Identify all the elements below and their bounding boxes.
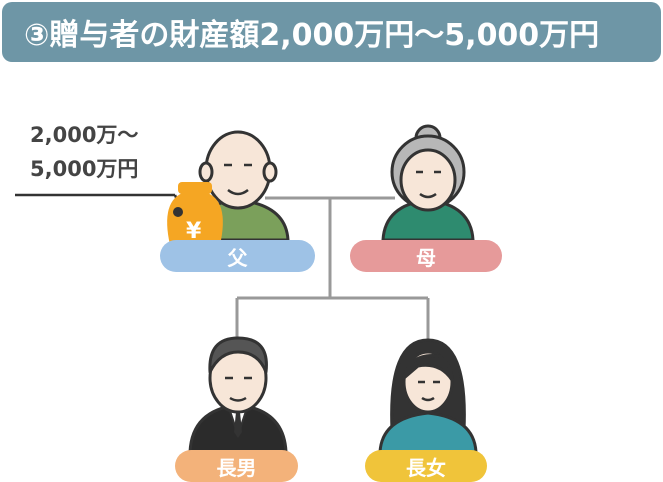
money-bag-icon: ¥ [167,182,223,245]
eldest-daughter-label: 長女 [365,450,487,482]
eldest-son-figure [188,336,288,454]
estate-amount-line1: 2,000万～ [30,123,139,147]
son-tie [234,412,242,438]
son-hair [208,336,268,374]
father-label: 父 [160,240,315,272]
father-head [204,130,272,210]
title-banner: ③贈与者の財産額2,000万円～5,000万円 [2,2,661,62]
estate-amount-label: 2,000万～ 5,000万円 [30,118,138,186]
estate-amount-line2: 5,000万円 [30,157,139,181]
page-title: ③贈与者の財産額2,000万円～5,000万円 [24,18,600,53]
mother-label: 母 [350,240,502,272]
svg-text:¥: ¥ [186,219,202,244]
eldest-daughter-figure [378,338,478,454]
mother-figure [381,124,475,242]
mother-head [399,148,457,212]
eldest-son-label: 長男 [175,450,298,482]
amount-pointer-dot [173,207,183,217]
